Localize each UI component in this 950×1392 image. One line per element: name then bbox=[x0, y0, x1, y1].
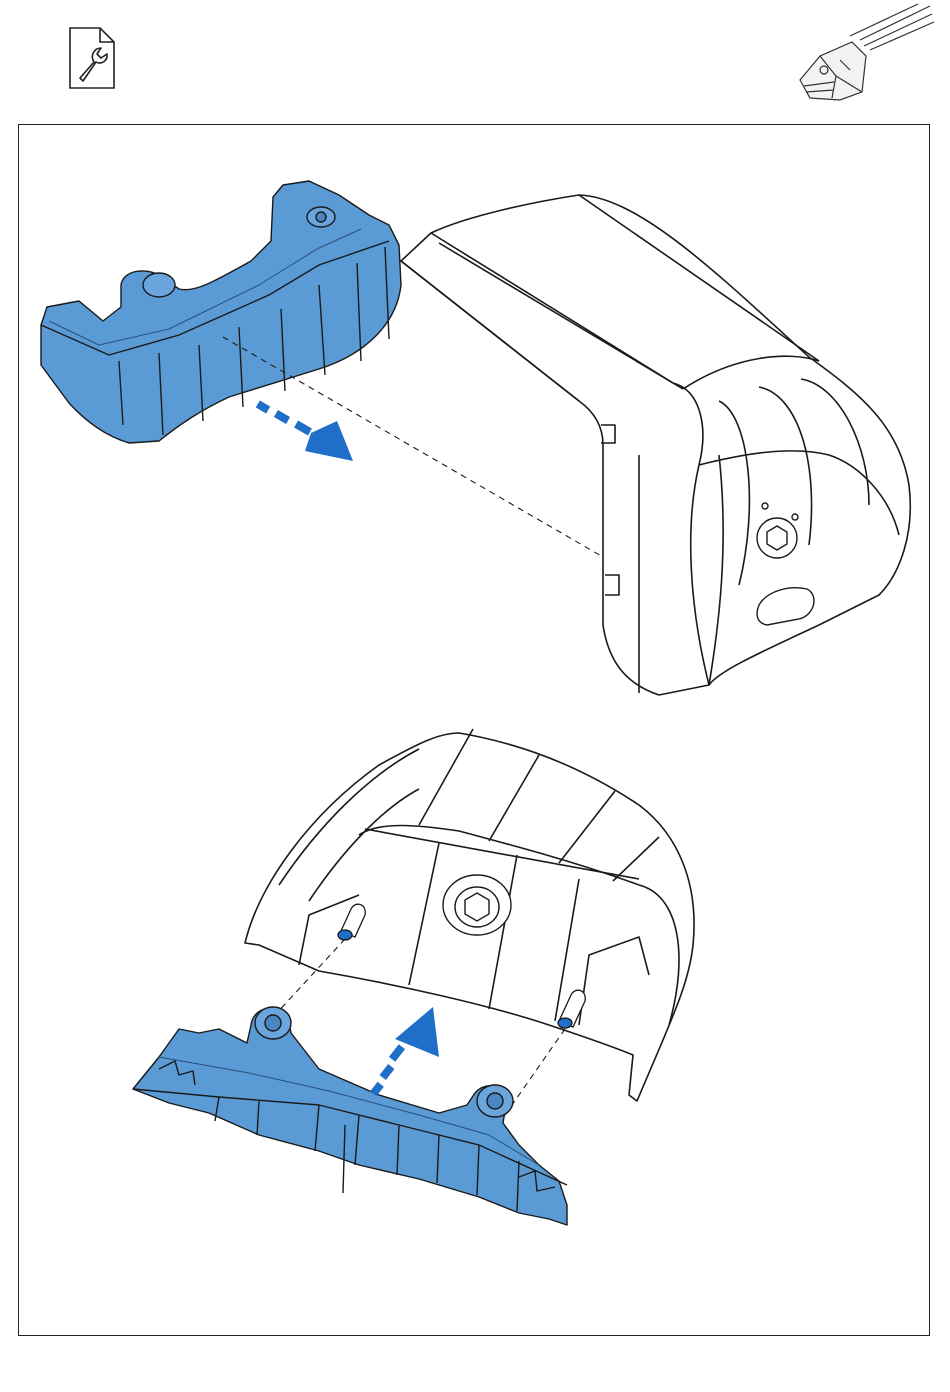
insert-arrow-top bbox=[256, 401, 353, 461]
hex-socket bbox=[443, 875, 511, 935]
end-cap-insert-bottom bbox=[133, 1007, 567, 1225]
step-2-illustration bbox=[133, 729, 694, 1225]
end-cap-insert-top bbox=[41, 181, 401, 443]
roof-rack-foot-thumbnail bbox=[790, 0, 935, 112]
document-wrench-icon bbox=[66, 26, 118, 90]
assembly-illustration bbox=[19, 125, 931, 1337]
rack-foot-housing bbox=[401, 195, 910, 695]
instruction-frame bbox=[18, 124, 930, 1336]
step-1-illustration bbox=[41, 181, 910, 695]
insert-arrow-bottom bbox=[370, 1007, 439, 1096]
